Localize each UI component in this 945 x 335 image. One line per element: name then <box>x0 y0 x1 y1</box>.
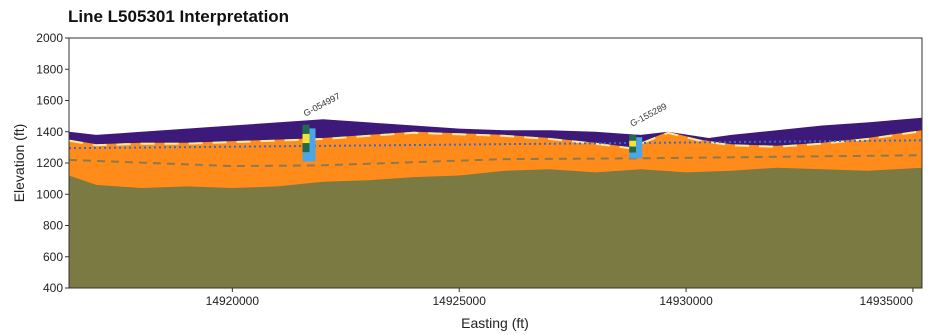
y-tick-label: 1600 <box>36 94 63 108</box>
well-segment <box>629 146 637 153</box>
y-axis-label: Elevation (ft) <box>11 124 27 203</box>
well-segment <box>629 134 637 141</box>
chart-title: Line L505301 Interpretation <box>68 7 289 26</box>
x-axis-ticks: 14920000 14925000 14930000 14935000 <box>206 288 914 308</box>
y-axis-ticks: 400 600 800 1000 1200 1400 1600 1800 2000 <box>36 31 69 295</box>
layer-bedrock <box>69 167 922 288</box>
x-tick-label: 14925000 <box>433 294 487 308</box>
y-tick-label: 1200 <box>36 156 63 170</box>
y-tick-label: 2000 <box>36 31 63 45</box>
y-tick-label: 1400 <box>36 125 63 139</box>
x-axis-label: Easting (ft) <box>461 315 529 331</box>
y-tick-label: 400 <box>43 281 63 295</box>
y-tick-label: 800 <box>43 219 63 233</box>
well-segment <box>629 140 637 147</box>
y-tick-label: 1000 <box>36 187 63 201</box>
water-table-line <box>68 139 923 150</box>
well-screen <box>636 137 643 159</box>
x-tick-label: 14935000 <box>860 294 914 308</box>
well-segment <box>302 143 310 153</box>
y-tick-label: 1800 <box>36 62 63 76</box>
geologic-layers <box>68 117 923 288</box>
well-segment <box>302 124 310 134</box>
well-segment <box>629 152 637 159</box>
y-tick-label: 600 <box>43 250 63 264</box>
well-segment <box>302 133 310 144</box>
interpreted-surface-line <box>68 154 923 168</box>
x-tick-label: 14930000 <box>659 294 713 308</box>
layer-upper-zone <box>68 130 923 150</box>
well-segment <box>302 152 310 162</box>
x-tick-label: 14920000 <box>206 294 260 308</box>
interpretation-overlays <box>68 139 923 168</box>
well-screen <box>309 128 316 162</box>
